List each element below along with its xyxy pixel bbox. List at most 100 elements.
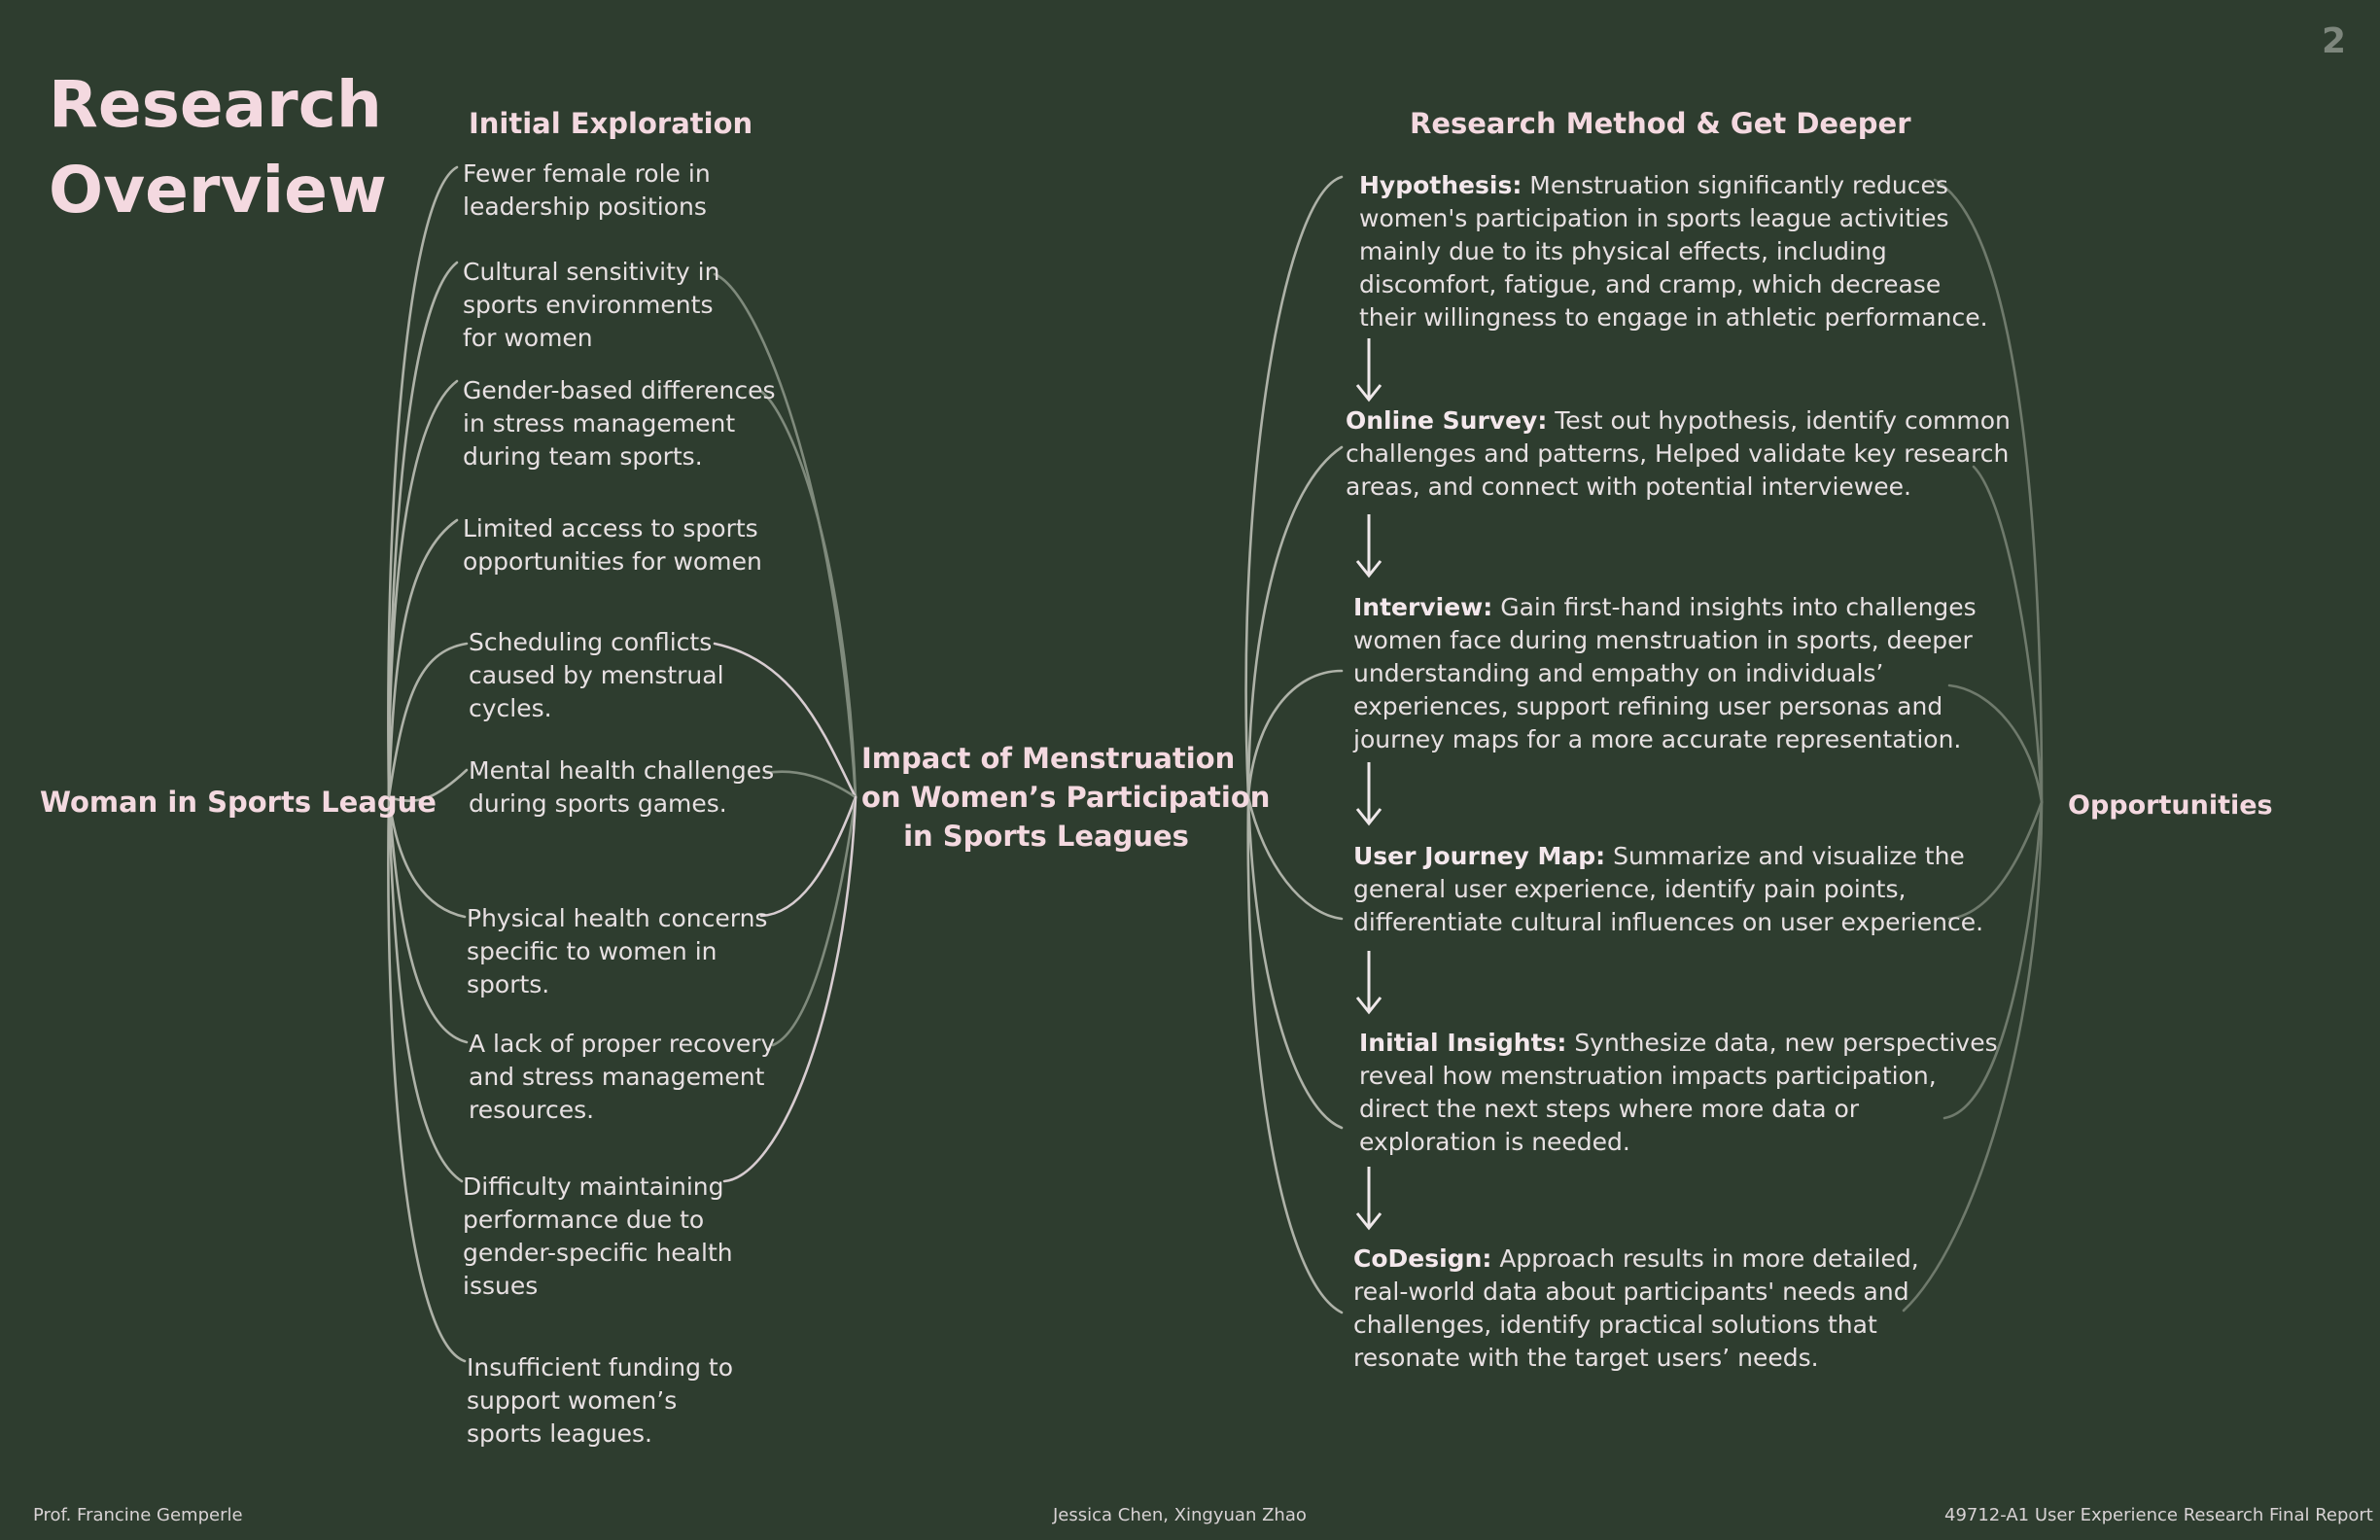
exploration-item: Mental health challenges during sports g… xyxy=(469,754,774,821)
down-arrow-icon xyxy=(1355,951,1382,1015)
step-label: Initial Insights: xyxy=(1359,1029,1567,1057)
step-label: User Journey Map: xyxy=(1353,842,1606,870)
step-line: challenges, identify practical solutions… xyxy=(1353,1311,1877,1339)
center-hub-line: in Sports Leagues xyxy=(903,820,1189,853)
method-step-interview: Interview: Gain first-hand insights into… xyxy=(1353,591,1977,756)
step-line: real-world data about participants' need… xyxy=(1353,1278,1909,1306)
item-line: during sports games. xyxy=(469,789,727,818)
down-arrow-icon xyxy=(1355,338,1382,402)
connector-line xyxy=(759,795,858,918)
step-line: Gain first-hand insights into challenges xyxy=(1492,593,1977,621)
connector-line xyxy=(387,379,459,799)
step-label: CoDesign: xyxy=(1353,1244,1492,1273)
connector-line xyxy=(1244,175,1344,799)
center-hub-label: Impact of Menstruation on Women’s Partic… xyxy=(861,739,1271,856)
exploration-item: Physical health concerns specific to wom… xyxy=(467,902,767,1001)
exploration-item: Limited access to sports opportunities f… xyxy=(463,512,762,578)
exploration-item: A lack of proper recovery and stress man… xyxy=(469,1028,775,1127)
item-line: during team sports. xyxy=(463,442,703,471)
connector-line xyxy=(387,518,459,799)
connector-line xyxy=(387,795,464,1183)
left-hub-label: Woman in Sports League xyxy=(40,786,437,819)
item-line: Gender-based differences xyxy=(463,376,776,404)
step-line: women's participation in sports league a… xyxy=(1359,204,1949,232)
connector-line xyxy=(1972,465,2044,804)
item-line: sports. xyxy=(467,970,550,998)
title-line: Research xyxy=(49,67,382,142)
method-step-hypothesis: Hypothesis: Menstruation significantly r… xyxy=(1359,169,1988,334)
connector-line xyxy=(1246,795,1344,921)
step-line: experiences, support refining user perso… xyxy=(1353,692,1943,720)
method-step-online-survey: Online Survey: Test out hypothesis, iden… xyxy=(1346,404,2011,504)
footer-course: 49712-A1 User Experience Research Final … xyxy=(1944,1505,2373,1525)
item-line: sports environments xyxy=(463,291,714,319)
center-hub-line: Impact of Menstruation xyxy=(861,742,1236,775)
title-line: Overview xyxy=(49,153,387,228)
item-line: Physical health concerns xyxy=(467,904,768,932)
item-line: in stress management xyxy=(463,409,736,438)
step-line: exploration is needed. xyxy=(1359,1128,1630,1156)
item-line: resources. xyxy=(469,1096,595,1124)
research-method-heading: Research Method & Get Deeper xyxy=(1410,107,1911,140)
item-line: Fewer female role in xyxy=(463,159,711,188)
connector-line xyxy=(764,770,858,799)
connector-line xyxy=(1246,669,1344,799)
down-arrow-icon xyxy=(1355,514,1382,578)
step-line: resonate with the target users’ needs. xyxy=(1353,1344,1819,1372)
item-line: performance due to xyxy=(463,1206,705,1234)
item-line: caused by menstrual xyxy=(469,661,724,689)
item-line: and stress management xyxy=(469,1063,765,1091)
item-line: Difficulty maintaining xyxy=(463,1172,724,1201)
step-line: women face during menstruation in sports… xyxy=(1353,626,1973,654)
connector-line xyxy=(1246,445,1344,799)
item-line: Cultural sensitivity in xyxy=(463,258,720,286)
step-line: Summarize and visualize the xyxy=(1605,842,1965,870)
step-line: general user experience, identify pain p… xyxy=(1353,875,1907,903)
item-line: for women xyxy=(463,324,593,352)
step-label: Online Survey: xyxy=(1346,406,1548,435)
connector-line xyxy=(1246,795,1344,1130)
method-step-initial-insights: Initial Insights: Synthesize data, new p… xyxy=(1359,1027,1998,1159)
item-line: sports leagues. xyxy=(467,1419,652,1448)
exploration-item: Insufficient funding to support women’s … xyxy=(467,1351,733,1451)
item-line: Mental health challenges xyxy=(469,756,775,785)
step-label: Hypothesis: xyxy=(1359,171,1522,199)
step-line: challenges and patterns, Helped validate… xyxy=(1346,439,2010,468)
step-line: journey maps for a more accurate represe… xyxy=(1353,725,1962,753)
step-line: direct the next steps where more data or xyxy=(1359,1095,1860,1123)
opportunities-hub-label: Opportunities xyxy=(2068,790,2273,821)
step-label: Interview: xyxy=(1353,593,1493,621)
down-arrow-icon xyxy=(1355,762,1382,826)
connector-line xyxy=(387,795,467,1363)
footer-authors: Jessica Chen, Xingyuan Zhao xyxy=(1053,1505,1307,1525)
down-arrow-icon xyxy=(1355,1167,1382,1231)
exploration-item: Gender-based differences in stress manag… xyxy=(463,374,775,473)
page-title: Research Overview xyxy=(49,62,387,233)
item-line: issues xyxy=(463,1272,539,1300)
item-line: opportunities for women xyxy=(463,547,762,576)
item-line: Insufficient funding to xyxy=(467,1353,733,1382)
step-line: areas, and connect with potential interv… xyxy=(1346,472,1911,501)
item-line: Scheduling conflicts xyxy=(469,628,713,656)
item-line: specific to women in xyxy=(467,937,718,965)
initial-exploration-heading: Initial Exploration xyxy=(469,107,753,140)
method-step-codesign: CoDesign: Approach results in more detai… xyxy=(1353,1242,1919,1375)
step-line: discomfort, fatigue, and cramp, which de… xyxy=(1359,270,1942,298)
exploration-item: Scheduling conflicts caused by menstrual… xyxy=(469,626,724,725)
step-line: Synthesize data, new perspectives xyxy=(1566,1029,1998,1057)
item-line: gender-specific health xyxy=(463,1239,733,1267)
center-hub-line: on Women’s Participation xyxy=(861,781,1271,814)
item-line: leadership positions xyxy=(463,192,707,221)
connector-line xyxy=(387,165,459,799)
footer-professor: Prof. Francine Gemperle xyxy=(33,1505,243,1525)
step-line: Approach results in more detailed, xyxy=(1491,1244,1919,1273)
step-line: Test out hypothesis, identify common xyxy=(1547,406,2011,435)
item-line: support women’s xyxy=(467,1386,678,1415)
item-line: A lack of proper recovery xyxy=(469,1030,776,1058)
step-line: their willingness to engage in athletic … xyxy=(1359,303,1988,332)
exploration-item: Difficulty maintaining performance due t… xyxy=(463,1171,733,1303)
method-step-user-journey-map: User Journey Map: Summarize and visualiz… xyxy=(1353,840,1983,939)
item-line: Limited access to sports xyxy=(463,514,758,542)
step-line: reveal how menstruation impacts particip… xyxy=(1359,1062,1937,1090)
step-line: Menstruation significantly reduces xyxy=(1522,171,1948,199)
